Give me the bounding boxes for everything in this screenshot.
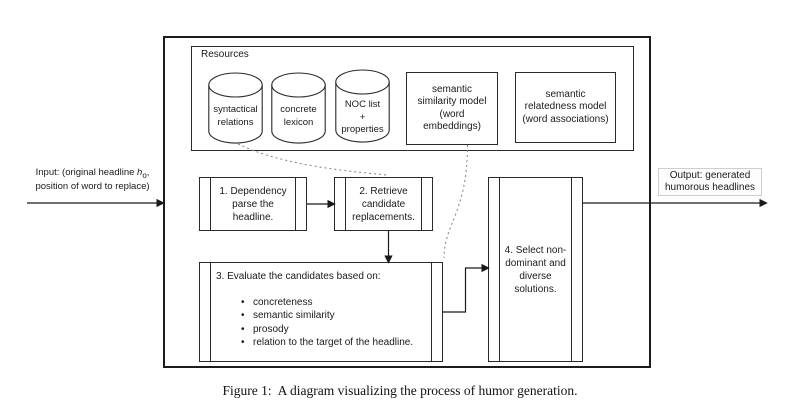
output-label: Output: generated humorous headlines bbox=[658, 168, 762, 196]
model-label-line: (word associations) bbox=[522, 113, 609, 125]
step-label-line: parse the bbox=[232, 198, 274, 210]
input-label: Input: (original headline ho, position o… bbox=[25, 167, 160, 193]
step-3-heading: 3. Evaluate the candidates based on: bbox=[216, 271, 381, 282]
bullet-icon: • bbox=[241, 310, 245, 322]
semantic-similarity-model-box: semantic similarity model (word embeddin… bbox=[406, 72, 498, 145]
model-label-line: similarity model bbox=[417, 96, 487, 108]
cylinder-icon bbox=[271, 72, 326, 144]
step-2-retrieve-candidates: 2. Retrieve candidate replacements. bbox=[334, 177, 433, 231]
cylinder-icon bbox=[335, 69, 390, 143]
db-syntactical-relations: syntactical relations bbox=[208, 72, 263, 144]
step-4-select-solutions: 4. Select non- dominant and diverse solu… bbox=[488, 177, 583, 362]
list-item: • prosody bbox=[241, 323, 289, 335]
step-label-line: 4. Select non- bbox=[504, 244, 567, 256]
db-label: syntactical relations bbox=[213, 104, 258, 128]
model-label-line: semantic bbox=[545, 88, 586, 100]
bullet-icon: • bbox=[241, 337, 245, 349]
output-label-line1: Output: generated bbox=[669, 170, 751, 181]
resources-title: Resources bbox=[201, 49, 249, 60]
headline-variable: h bbox=[137, 167, 143, 178]
model-label-line: (word bbox=[439, 108, 465, 120]
db-concrete-lexicon: concrete lexicon bbox=[271, 72, 326, 144]
model-label-line: semantic bbox=[431, 83, 472, 95]
criteria-list: • concreteness • semantic similarity • p… bbox=[200, 296, 442, 350]
step-label-line: solutions. bbox=[514, 283, 557, 295]
list-item: • semantic similarity bbox=[241, 310, 335, 322]
db-noc-list: NOC list + properties bbox=[335, 69, 390, 143]
step-label-line: headline. bbox=[232, 211, 274, 223]
headline-variable-subscript: o bbox=[142, 170, 147, 180]
step-label-line: dominant and bbox=[505, 257, 566, 269]
list-item: • relation to the target of the headline… bbox=[241, 337, 414, 349]
cylinder-icon bbox=[208, 72, 263, 144]
step-label-line: candidate bbox=[361, 198, 406, 210]
bullet-icon: • bbox=[241, 323, 245, 335]
step-label-line: replacements. bbox=[352, 211, 415, 223]
model-label-line: relatedness model bbox=[524, 101, 607, 113]
step-3-evaluate-candidates: 3. Evaluate the candidates based on: • c… bbox=[199, 262, 443, 362]
step-label-line: 2. Retrieve bbox=[359, 185, 408, 197]
resources-group bbox=[191, 46, 634, 151]
db-label: NOC list + properties bbox=[341, 99, 384, 135]
db-label: concrete lexicon bbox=[280, 104, 317, 128]
input-label-line2: position of word to replace) bbox=[35, 181, 150, 193]
output-label-line2: humorous headlines bbox=[664, 181, 756, 193]
input-label-line1: Input: (original headline ho, bbox=[35, 167, 150, 180]
step-1-dependency-parse: 1. Dependency parse the headline. bbox=[199, 177, 307, 231]
figure-caption: Figure 1: A diagram visualizing the proc… bbox=[222, 383, 578, 398]
model-label-line: embeddings) bbox=[423, 120, 481, 132]
list-item: • concreteness bbox=[241, 297, 313, 308]
step-label-line: 1. Dependency bbox=[219, 185, 287, 197]
bullet-icon: • bbox=[241, 297, 245, 308]
semantic-relatedness-model-box: semantic relatedness model (word associa… bbox=[515, 72, 616, 143]
step-label-line: diverse bbox=[519, 270, 552, 282]
